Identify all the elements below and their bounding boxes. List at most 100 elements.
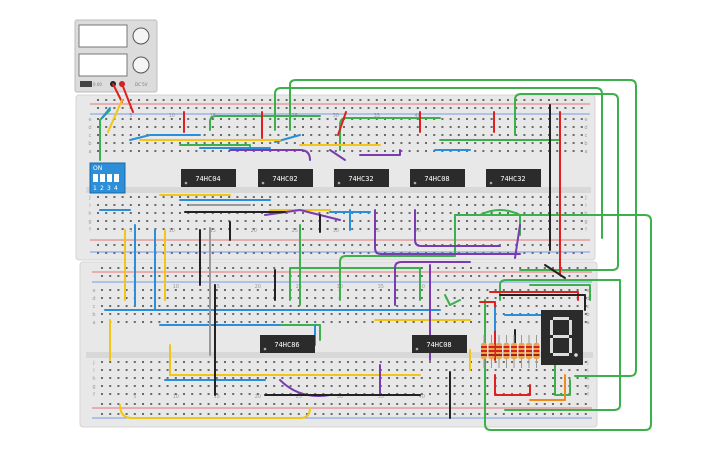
breadboard-hole: [375, 99, 378, 101]
chip-74hc02[interactable]: 74HC02: [258, 169, 313, 187]
breadboard-hole: [277, 196, 280, 198]
breadboard-hole: [293, 204, 296, 206]
breadboard-hole: [347, 413, 349, 415]
breadboard-hole: [289, 403, 292, 405]
breadboard-hole: [215, 289, 218, 291]
breadboard-hole: [576, 413, 579, 415]
breadboard-hole: [105, 118, 108, 120]
breadboard-hole: [109, 377, 112, 379]
breadboard-hole: [568, 267, 571, 269]
breadboard-hole: [240, 377, 243, 379]
breadboard-hole: [289, 385, 292, 387]
breadboard-hole: [486, 297, 489, 299]
wire-yellow-6: [119, 404, 311, 419]
breadboard-hole: [228, 142, 231, 144]
breadboard-hole: [449, 107, 452, 109]
breadboard-hole: [552, 393, 554, 395]
breadboard-hole: [539, 212, 542, 214]
breadboard-hole: [101, 267, 103, 269]
breadboard-hole: [404, 413, 407, 415]
breadboard-hole: [220, 126, 222, 128]
breadboard-hole: [199, 393, 202, 395]
breadboard-hole: [138, 99, 140, 101]
breadboard-hole: [371, 275, 374, 277]
breadboard-hole: [252, 99, 255, 101]
chip-74hc32-a[interactable]: 74HC32: [334, 169, 389, 187]
chip-74hc08-a[interactable]: 74HC08: [410, 169, 465, 187]
resistor-array[interactable]: [481, 335, 540, 368]
breadboard-hole: [343, 107, 345, 109]
breadboard-hole: [502, 377, 505, 379]
breadboard-hole: [355, 313, 358, 315]
breadboard-hole: [338, 361, 341, 363]
breadboard-hole: [142, 305, 144, 307]
seven-segment-display[interactable]: 8.: [541, 310, 583, 365]
breadboard-hole: [453, 377, 456, 379]
breadboard-hole: [187, 126, 190, 128]
row-label: j: [586, 360, 588, 366]
chip-74hc86[interactable]: 74HC86: [260, 335, 315, 353]
breadboard-hole: [375, 126, 378, 128]
breadboard-hole: [129, 196, 132, 198]
wire-green-18: [529, 284, 591, 301]
breadboard-hole: [531, 99, 534, 101]
chip-74hc04[interactable]: 74HC04: [181, 169, 236, 187]
breadboard-hole: [519, 385, 522, 387]
breadboard-hole: [277, 126, 280, 128]
chip-74hc08-b[interactable]: 74HC08: [412, 335, 467, 353]
breadboard-hole: [306, 321, 308, 323]
breadboard-hole: [478, 377, 481, 379]
dip-toggle-1[interactable]: [93, 174, 98, 182]
power-supply[interactable]: 0.00 DC 5V: [74, 19, 158, 93]
breadboard-hole: [236, 220, 239, 222]
breadboard-hole: [174, 313, 177, 315]
resistor-band: [518, 354, 525, 356]
breadboard-hole: [367, 142, 370, 144]
breadboard-hole: [334, 126, 337, 128]
breadboard-hole: [404, 289, 407, 291]
breadboard-hole: [416, 196, 419, 198]
dip-switch[interactable]: ON 1 2 3 4: [89, 162, 126, 194]
resistor-band: [481, 354, 487, 356]
breadboard-hole: [244, 99, 247, 101]
row-label: j: [92, 360, 94, 366]
breadboard-hole: [125, 361, 128, 363]
breadboard-hole: [572, 196, 575, 198]
breadboard-hole: [564, 228, 567, 230]
breadboard-hole: [117, 413, 120, 415]
breadboard-hole: [158, 321, 161, 323]
breadboard-hole: [445, 275, 448, 277]
breadboard-hole: [170, 244, 173, 246]
breadboard-hole: [183, 393, 185, 395]
breadboard-hole: [101, 369, 103, 371]
breadboard-hole: [449, 212, 452, 214]
breadboard-hole: [388, 313, 390, 315]
breadboard-hole: [400, 142, 403, 144]
dip-toggle-4[interactable]: [114, 174, 119, 182]
dip-toggle-2[interactable]: [100, 174, 105, 182]
breadboard-hole: [228, 134, 231, 136]
breadboard-hole: [539, 244, 542, 246]
breadboard-hole: [248, 275, 251, 277]
breadboard-hole: [474, 107, 477, 109]
breadboard-hole: [527, 403, 530, 405]
breadboard-hole: [466, 228, 468, 230]
breadboard-hole: [371, 385, 374, 387]
breadboard-hole: [240, 267, 243, 269]
breadboard-hole: [388, 403, 390, 405]
breadboard-hole: [453, 289, 456, 291]
chip-74hc32-b[interactable]: 74HC32: [486, 169, 541, 187]
dip-toggle-3[interactable]: [107, 174, 112, 182]
breadboard-hole: [404, 297, 407, 299]
breadboard-hole: [433, 204, 436, 206]
breadboard-hole: [289, 321, 292, 323]
row-label: i: [585, 203, 586, 209]
wires[interactable]: [99, 79, 652, 431]
breadboard-hole: [117, 361, 120, 363]
breadboard-hole: [519, 289, 522, 291]
breadboard-hole: [158, 305, 161, 307]
breadboard-hole: [404, 377, 407, 379]
breadboard-hole: [281, 413, 284, 415]
breadboard-hole: [334, 107, 337, 109]
row-label: f: [585, 227, 587, 233]
